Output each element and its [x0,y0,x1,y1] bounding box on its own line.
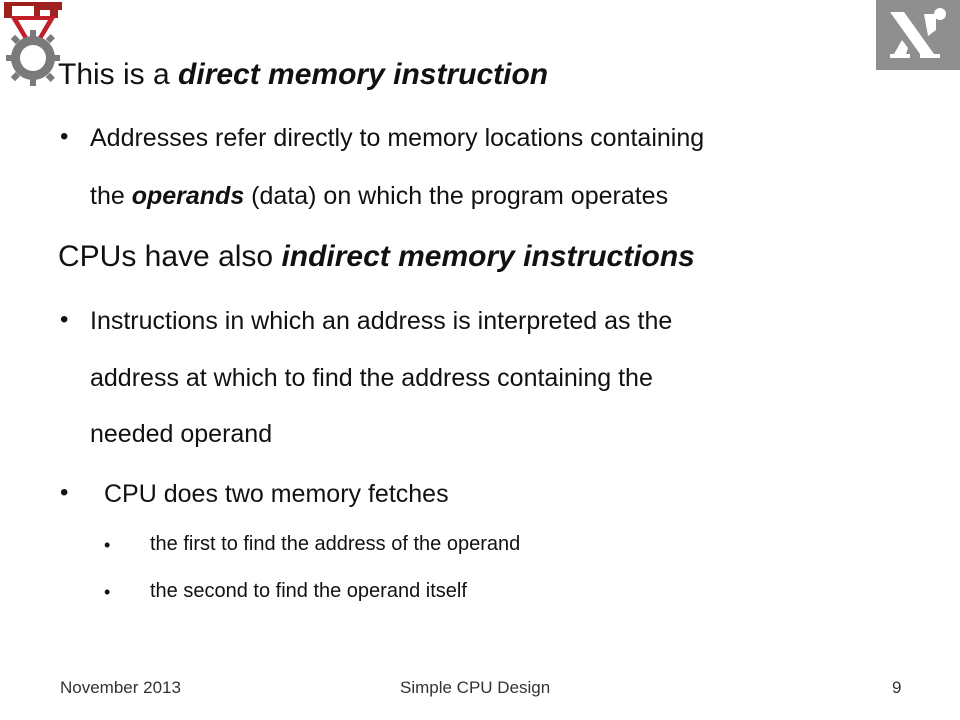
heading-indirect-memory: CPUs have also indirect memory instructi… [58,240,695,274]
bullet-marker: • [60,479,69,506]
sub-bullet-text: the second to find the operand itself [150,580,467,602]
heading-emphasis: indirect memory instructions [281,240,695,273]
footer-page-number: 9 [892,678,902,697]
heading-direct-memory: This is a direct memory instruction [58,58,548,92]
heading-prefix: This is a [58,58,179,91]
footer-date: November 2013 [60,678,181,697]
heading-prefix: CPUs have also [58,240,282,273]
bullet-text-line: CPU does two memory fetches [104,480,449,508]
bullet-text-line: needed operand [90,420,273,448]
footer-title: Simple CPU Design [400,678,551,697]
technion-logo-icon [0,0,66,88]
text-fragment: the [90,182,132,210]
bullet-text-line: Addresses refer directly to memory locat… [90,124,705,152]
bullet-marker: • [60,306,69,333]
bullet-text-line: the operands (data) on which the program… [90,182,668,211]
bullet-text-line: Instructions in which an address is inte… [90,307,673,335]
sub-bullet-text: the first to find the address of the ope… [150,533,521,555]
hebrew-letter-logo-icon [876,0,960,70]
text-fragment: (data) on which the program operates [244,182,669,210]
sub-bullet-marker: • [104,582,111,602]
bullet-text-line: address at which to find the address con… [90,364,653,392]
heading-emphasis: direct memory instruction [178,58,549,91]
bullet-marker: • [60,123,69,150]
sub-bullet-marker: • [104,535,111,555]
emphasis-operands: operands [131,182,245,210]
